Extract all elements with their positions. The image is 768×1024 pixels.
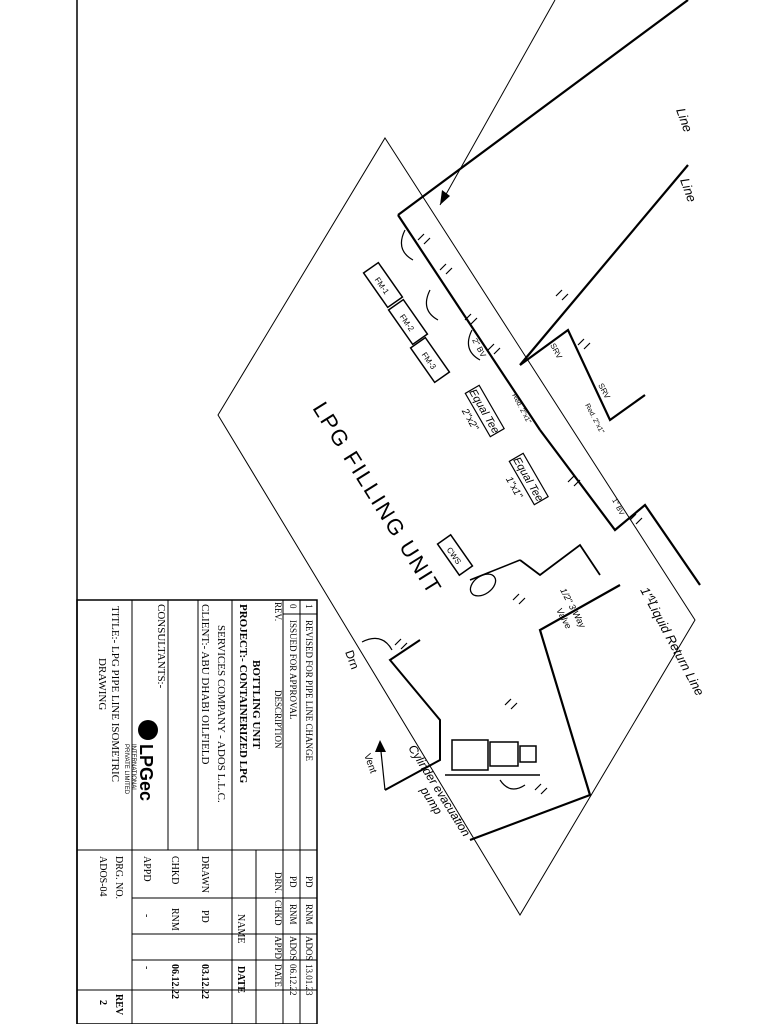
leader-line — [439, 0, 556, 206]
fm-2-box: FM-2 — [387, 298, 429, 346]
valve-symbol-4 — [487, 343, 501, 355]
header-pipe-drop — [397, 214, 541, 431]
hose-curve-5 — [499, 779, 526, 790]
valve-symbol-8 — [629, 513, 643, 525]
rev-header-date: DATE — [273, 964, 283, 987]
cws-vessel — [469, 573, 497, 597]
rev0-date: 06.12.22 — [288, 964, 298, 996]
rev0-drn: PD — [288, 876, 298, 888]
project-line-2: BOTTLING UNIT — [250, 660, 262, 750]
lpgec-logo-mark — [138, 720, 158, 740]
pump-body — [451, 739, 489, 771]
hose-curve-3 — [467, 329, 481, 361]
top-line-label-1: Line — [673, 106, 696, 134]
valve-symbol-9 — [512, 593, 526, 605]
valve-symbol-6 — [577, 338, 591, 350]
hose-curve-2 — [425, 289, 439, 321]
drawing-title-line-1: TITLE:- LPG PIPE LINE ISOMETRIC — [109, 606, 121, 782]
rev-header-chkd: CHKD — [273, 900, 283, 926]
valve-symbol-7 — [567, 475, 581, 487]
drg-no-value: ADOS-04 — [97, 856, 108, 897]
title-block-frame — [76, 599, 318, 1024]
chkd-date: 06.12.22 — [169, 964, 180, 999]
rev1-description: REVISED FOR PIPE LINE CHANGE — [304, 620, 314, 762]
unit-title: LPG FILLING UNIT — [308, 397, 447, 599]
return-pipe-upper — [519, 164, 689, 366]
drawn-date: 03.12.22 — [199, 964, 210, 999]
date-header: DATE — [235, 966, 246, 993]
header-pipe — [397, 0, 689, 216]
project-line-1: PROJECT:- CONTAINERIZED LPG — [237, 604, 249, 784]
lpgec-logo-sub2: PRIVATE LIMITED — [123, 744, 129, 795]
rev1-appd: ADOS — [304, 936, 314, 961]
reducer-label-2: Red. 2"x1" — [583, 403, 605, 436]
drg-no-label: DRG. NO. — [113, 856, 124, 899]
bv-2-label: 2" BV — [470, 337, 488, 360]
valve-symbols — [361, 229, 643, 795]
lpgec-logo-text: LPGec — [136, 744, 156, 801]
hose-curve-4 — [361, 637, 393, 651]
valve-symbol-10 — [394, 638, 408, 650]
return-pipe-jog — [519, 328, 646, 422]
cws-box: CWS — [436, 533, 474, 577]
rev1-drn: PD — [304, 876, 314, 888]
lpgec-logo-sub1: INTERNATIONAL — [130, 744, 136, 792]
leader-arrowhead — [440, 190, 450, 205]
rev1-chkd: RNM — [304, 904, 314, 925]
pump-motor — [489, 741, 519, 767]
isometric-plane — [217, 137, 696, 916]
valve-symbol-5 — [555, 289, 569, 301]
appd-name: - — [141, 914, 152, 917]
rev-header-drn: DRN. — [273, 872, 283, 893]
chkd-name: RNM — [169, 908, 180, 931]
valve-symbol-3 — [464, 313, 478, 325]
rev-header-rev: REV. — [273, 602, 283, 621]
return-pipe-lower — [539, 429, 701, 586]
top-line-label-2: Line — [677, 176, 700, 204]
lpgec-logo: LPGec INTERNATIONAL PRIVATE LIMITED — [123, 720, 158, 801]
equal-tee-1: Equal Tee 2"x2" — [459, 384, 505, 438]
rev0-number: 0 — [288, 604, 298, 609]
rev-header-appd: APPD — [273, 936, 283, 960]
consultants-label: CONSULTANTS:- — [155, 604, 167, 689]
fm-3-box: FM-3 — [409, 336, 451, 384]
equal-tee-2: Equal Tee 1"x1" — [503, 452, 549, 506]
rev-label: REV — [113, 994, 124, 1016]
title-block-grid — [77, 600, 317, 1024]
vent-label: Vent — [361, 752, 378, 775]
client-line-1: CLIENT:- ABU DHABI OILFIELD — [199, 604, 211, 765]
client-line-2: SERVICES COMPANY - ADOS L.L.C. — [215, 625, 227, 803]
pump-head — [519, 745, 537, 763]
drawn-name: PD — [199, 910, 210, 923]
srv-label-1: SRV — [548, 342, 564, 361]
liquid-return-pipe — [469, 584, 621, 842]
rev-value: 2 — [97, 1000, 108, 1005]
appd-date: - — [141, 966, 152, 969]
rev0-appd: ADOS — [288, 936, 298, 961]
rev1-date: 13.01.23 — [304, 964, 314, 996]
drain-vent-pipe — [384, 639, 441, 791]
cws-branch-pipe — [519, 543, 601, 577]
valve-symbol-11 — [534, 783, 548, 795]
rev0-description: ISSUED FOR APPROVAL — [288, 620, 298, 719]
valve-symbol-2 — [439, 263, 453, 275]
rev1-number: 1 — [304, 604, 314, 609]
reducer-label-1: Red. 2"x1" — [510, 393, 532, 426]
valve-symbol-12 — [504, 698, 518, 710]
fm-1-box: FM-1 — [362, 261, 404, 309]
name-header: NAME — [235, 914, 246, 943]
valve-symbol-1 — [417, 233, 431, 245]
drawn-label: DRAWN — [199, 856, 210, 893]
appd-label: APPD — [141, 856, 152, 882]
rev-header-description: DESCRIPTION — [273, 690, 283, 749]
hose-curve-1 — [400, 229, 414, 261]
chkd-label: CHKD — [169, 856, 180, 884]
title-block: REV. DESCRIPTION DRN. CHKD APPD DATE 0 I… — [76, 599, 318, 1024]
drain-label: Drn — [342, 648, 362, 671]
drawing-title-line-2: DRAWING — [96, 658, 108, 710]
vent-arrowhead — [375, 740, 386, 752]
rev0-chkd: RNM — [288, 904, 298, 925]
